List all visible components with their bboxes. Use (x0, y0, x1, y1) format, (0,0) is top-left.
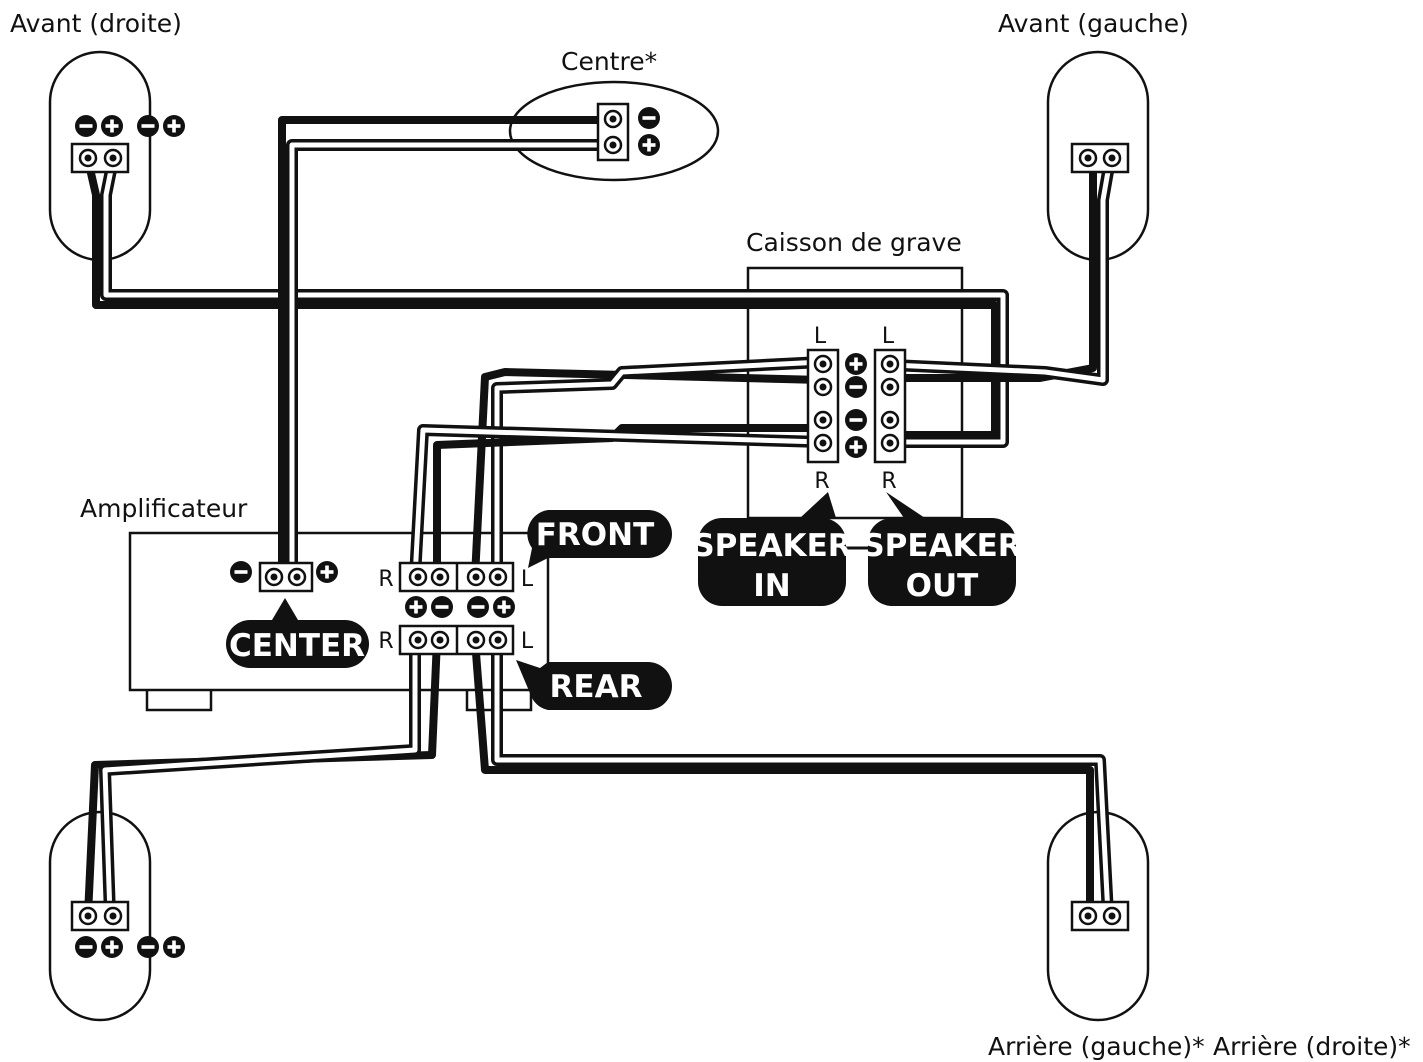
rear-left-label: Arrière (gauche)* (988, 1032, 1205, 1061)
amp-front-L-label: L (521, 567, 534, 592)
sub-in-R-label: R (814, 469, 829, 494)
speaker-out-label-1: SPEAKER (862, 528, 1021, 564)
center-tag (226, 598, 369, 668)
amp-rear-R-label: R (378, 629, 393, 654)
front-tag (527, 510, 672, 568)
speaker-in-label-2: IN (753, 568, 790, 604)
front-tag-label: FRONT (536, 517, 655, 553)
amplifier-foot-left (145, 686, 213, 712)
front-right-label: Avant (droite) (10, 9, 182, 38)
amplifier-label: Amplificateur (80, 494, 248, 523)
speaker-out-label-2: OUT (906, 568, 979, 604)
speaker-out-tag (868, 492, 1016, 606)
sub-out-L-label: L (882, 324, 895, 349)
front-left-label: Avant (gauche) (998, 9, 1189, 38)
sub-in-L-label: L (814, 324, 827, 349)
subwoofer-label: Caisson de grave (746, 228, 962, 257)
amp-rear-L-label: L (521, 629, 534, 654)
speaker-in-label-1: SPEAKER (692, 528, 851, 564)
speaker-in-tag (698, 492, 846, 606)
center-label: Centre* (561, 47, 657, 76)
rear-right-label: Arrière (droite)* (1213, 1032, 1411, 1061)
rear-tag (516, 660, 672, 710)
rear-tag-label: REAR (550, 669, 643, 705)
amp-front-R-label: R (378, 567, 393, 592)
center-tag-label: CENTER (229, 628, 365, 664)
wires (84, 116, 1116, 921)
sub-out-R-label: R (881, 469, 896, 494)
